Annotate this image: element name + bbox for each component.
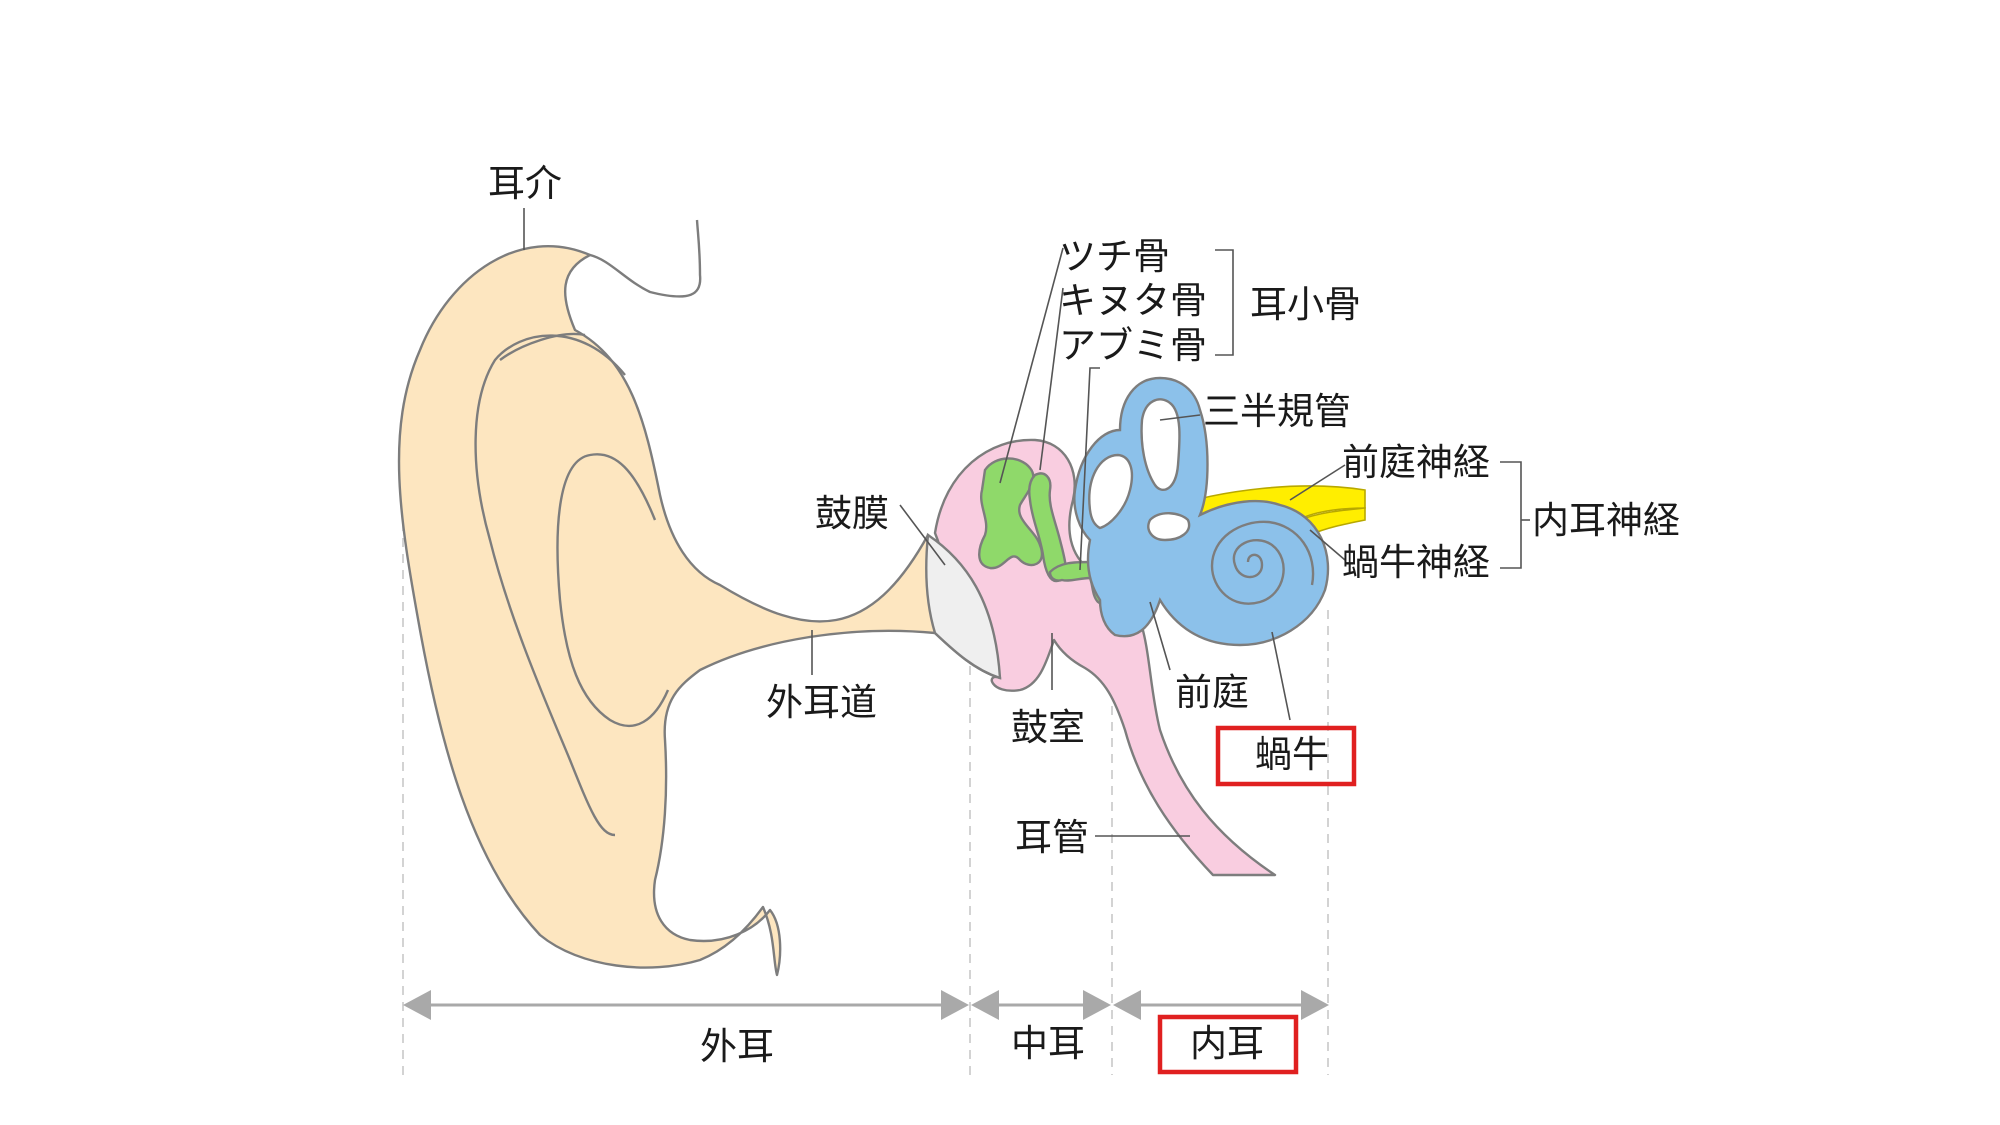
section-label-middle: 中耳 [1011, 1022, 1085, 1065]
bracket-jishoukotsu [1215, 249, 1234, 356]
antihelix-fold [474, 334, 626, 837]
bracket-naijishinkei [1500, 461, 1522, 569]
label-kagyuu: 蝸牛 [1255, 733, 1329, 776]
leader-zentei [1149, 601, 1171, 671]
inner-ear-shape [1073, 376, 1330, 647]
arrow-outer-left-head [403, 990, 431, 1020]
label-koshitsu: 鼓室 [1011, 706, 1085, 749]
label-zenteishinkei: 前庭神経 [1342, 441, 1490, 484]
leader-komaku [899, 504, 946, 566]
leader-sanhankikan [1159, 414, 1201, 421]
pinna-rim [589, 219, 702, 298]
label-gaijidou: 外耳道 [766, 681, 877, 724]
label-komaku: 鼓膜 [815, 492, 889, 535]
concha-fold [556, 453, 670, 728]
malleus-shape [978, 457, 1044, 570]
label-zentei: 前庭 [1175, 671, 1249, 714]
section-label-outer: 外耳 [700, 1025, 774, 1068]
leader-kagyuu [1271, 631, 1291, 721]
leader-kagyuushinkei [1309, 529, 1346, 561]
label-sanhankikan: 三半規管 [1203, 390, 1351, 433]
label-abumikotsu: アブミ骨 [1059, 324, 1207, 367]
label-jishoukotsu: 耳小骨 [1250, 283, 1361, 326]
leader-tsuchikotsu [999, 247, 1064, 484]
eardrum-shape [925, 532, 1002, 680]
highlight-box-kagyuu [1215, 725, 1357, 787]
label-kinutakotsu: キヌタ骨 [1059, 279, 1207, 322]
section-arrows [403, 990, 1329, 1020]
region-divider-lines [402, 490, 1329, 1075]
highlight-box-inner [1157, 1014, 1299, 1075]
label-naijishinkei: 内耳神経 [1532, 499, 1680, 542]
helix-inner-fold [499, 332, 586, 361]
label-kagyuushinkei: 蝸牛神経 [1342, 541, 1490, 584]
semicircular-canal-hole-3 [1147, 512, 1191, 542]
leader-kinutakotsu [1039, 287, 1064, 471]
label-tsuchikotsu: ツチ骨 [1059, 235, 1170, 278]
section-label-inner: 内耳 [1190, 1022, 1264, 1065]
label-jikan: 耳管 [1015, 816, 1089, 859]
arrow-outer-right-head [941, 990, 969, 1020]
outer-ear-shape [397, 245, 1002, 977]
arrow-middle-left-head [971, 990, 999, 1020]
leader-abumikotsu [1079, 367, 1100, 571]
leader-zenteishinkei [1289, 464, 1346, 501]
label-jikai: 耳介 [488, 162, 562, 205]
semicircular-canal-hole-1 [1140, 398, 1181, 491]
arrow-middle-right-head [1083, 990, 1111, 1020]
leader-lines [523, 208, 1530, 837]
arrow-inner-left-head [1113, 990, 1141, 1020]
cochlea-spiral [1210, 520, 1315, 605]
semicircular-canal-hole-2 [1088, 453, 1134, 530]
arrow-inner-right-head [1301, 990, 1329, 1020]
